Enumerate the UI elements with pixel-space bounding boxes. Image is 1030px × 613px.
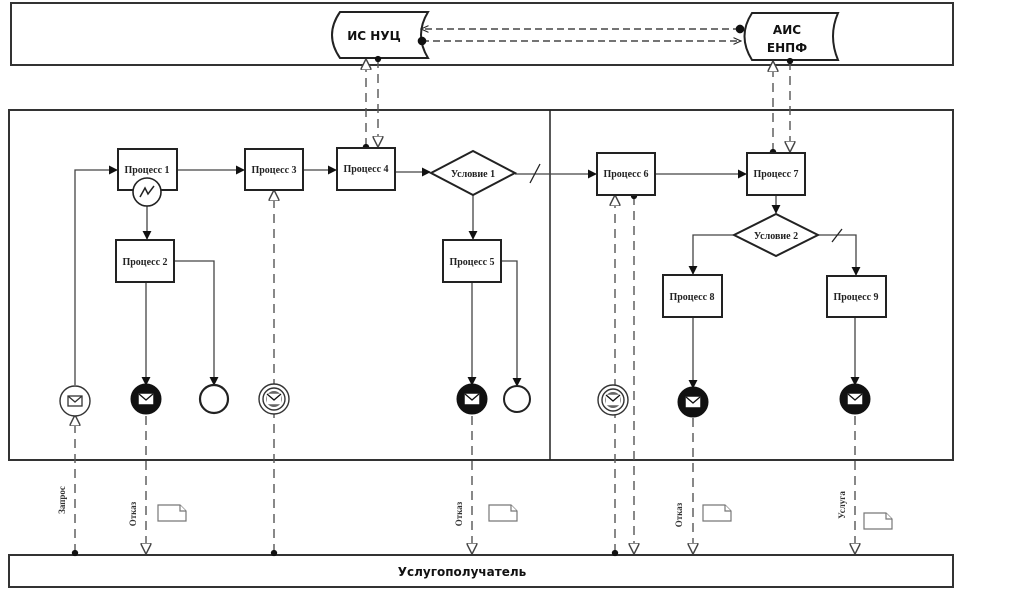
default-flow-mark-1 (529, 163, 541, 184)
process-5[interactable]: Процесс 5 (442, 239, 502, 283)
process-5-label: Процесс 5 (449, 257, 494, 268)
process-2[interactable]: Процесс 2 (115, 239, 175, 283)
timer-icon (139, 185, 155, 198)
process-4-label: Процесс 4 (343, 164, 388, 175)
end-message-event[interactable] (677, 386, 709, 418)
label-refusal-3: Отказ (674, 502, 684, 527)
document-icon (488, 504, 518, 522)
process-8-label: Процесс 8 (669, 292, 714, 303)
intermediate-message-event[interactable] (258, 383, 290, 415)
system-is-nuc[interactable]: ИС НУЦ (331, 11, 430, 59)
process-9-label: Процесс 9 (833, 292, 878, 303)
label-service: Услуга (837, 491, 847, 519)
system-is-nuc-label: ИС НУЦ (347, 29, 400, 43)
flow-p5-to-end (501, 260, 522, 387)
system-ais-enpf-label-1: АИС (773, 23, 801, 37)
process-9[interactable]: Процесс 9 (826, 275, 887, 318)
flow-start-to-p1 (74, 165, 118, 385)
flow-c2-to-p8 (688, 234, 734, 275)
process-7-label: Процесс 7 (753, 169, 798, 180)
recipient-lane-label: Услугополучатель (398, 565, 527, 579)
end-message-event[interactable] (456, 383, 488, 415)
process-8[interactable]: Процесс 8 (662, 274, 723, 318)
process-6-label: Процесс 6 (603, 169, 648, 180)
end-event[interactable] (198, 383, 230, 415)
process-3[interactable]: Процесс 3 (244, 148, 304, 191)
condition-1[interactable]: Условие 1 (428, 149, 518, 197)
envelope-icon (67, 395, 83, 407)
end-message-event[interactable] (130, 383, 162, 415)
system-ais-enpf-label-2: ЕНПФ (767, 41, 807, 55)
envelope-icon (464, 393, 480, 405)
label-request: Запрос (57, 486, 67, 514)
envelope-icon (138, 393, 154, 405)
document-icon (157, 504, 187, 522)
start-message-event[interactable] (59, 385, 91, 417)
recipient-lane (8, 554, 954, 588)
intermediate-message-event[interactable] (597, 384, 629, 416)
process-1-label: Процесс 1 (124, 165, 169, 176)
condition-2-label: Условие 2 (754, 231, 798, 242)
flow-c2-to-p9 (818, 234, 861, 276)
system-ais-enpf[interactable]: АИС ЕНПФ (743, 12, 840, 61)
flow-p2-to-end (174, 260, 219, 386)
systems-lane (10, 2, 954, 66)
default-flow-mark-2 (831, 228, 843, 243)
envelope-icon (847, 393, 863, 405)
process-6[interactable]: Процесс 6 (596, 152, 656, 196)
process-4[interactable]: Процесс 4 (336, 147, 396, 191)
condition-2[interactable]: Условие 2 (731, 212, 821, 258)
condition-1-label: Условие 1 (451, 169, 495, 180)
envelope-icon (605, 394, 621, 406)
end-event[interactable] (503, 385, 531, 413)
timer-event (132, 177, 162, 207)
document-icon (863, 512, 893, 530)
label-refusal-1: Отказ (128, 501, 138, 526)
process-7[interactable]: Процесс 7 (746, 152, 806, 196)
envelope-icon (685, 396, 701, 408)
end-message-event[interactable] (839, 383, 871, 415)
document-icon (702, 504, 732, 522)
envelope-icon (266, 393, 282, 405)
label-refusal-2: Отказ (454, 501, 464, 526)
process-2-label: Процесс 2 (122, 257, 167, 268)
process-pool (8, 109, 954, 461)
process-3-label: Процесс 3 (251, 165, 296, 176)
